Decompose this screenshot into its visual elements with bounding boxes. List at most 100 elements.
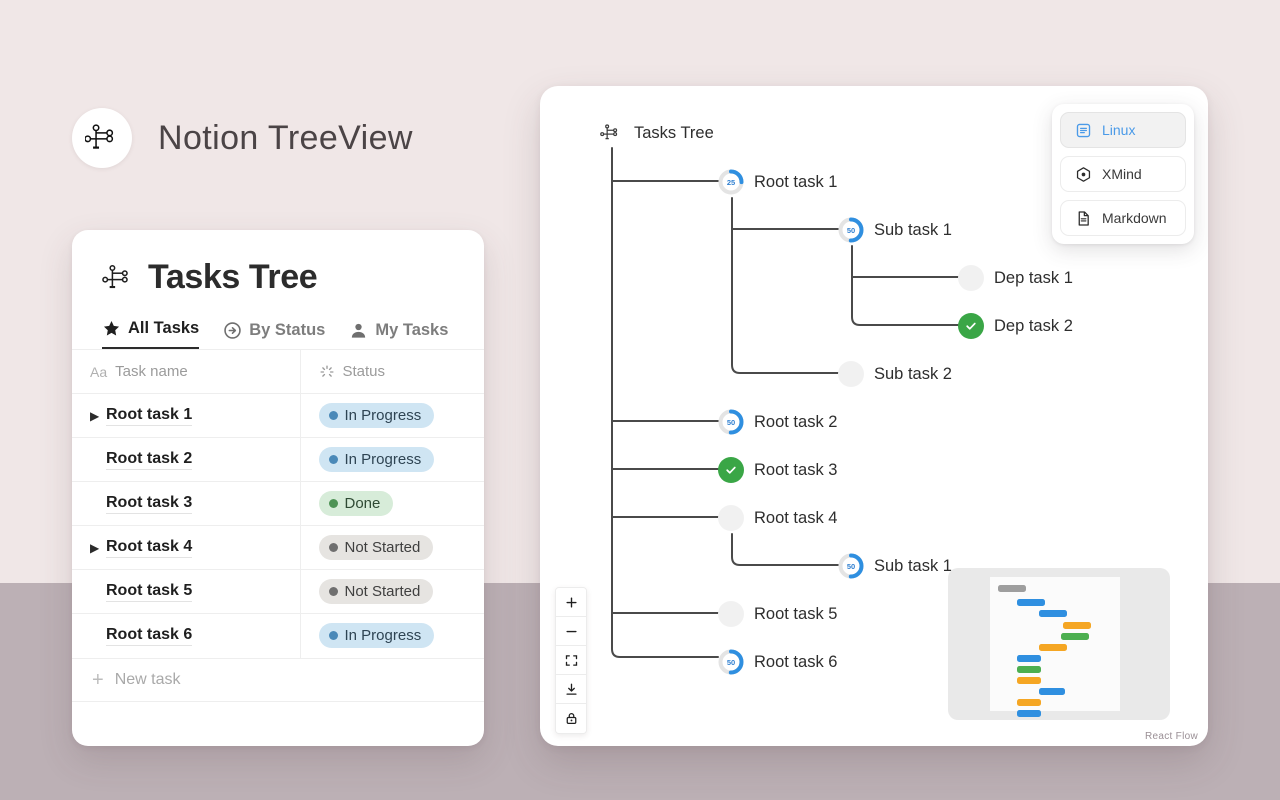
tab-all-tasks[interactable]: All Tasks — [102, 319, 200, 349]
tree-node-label: Dep task 2 — [994, 316, 1073, 335]
expand-caret-icon[interactable]: ▶ — [90, 540, 100, 555]
task-name-label: Root task 4 — [106, 538, 193, 558]
column-label: Task name — [115, 363, 188, 380]
tree-node[interactable]: Dep task 2 — [958, 313, 1073, 339]
minimap-viewport — [990, 577, 1120, 717]
cell-status[interactable]: Not Started — [300, 525, 484, 570]
tree-node-label: Root task 4 — [754, 508, 838, 527]
export-option-markdown[interactable]: Markdown — [1060, 200, 1186, 236]
tab-by-status[interactable]: By Status — [223, 321, 325, 349]
cell-task-name[interactable]: Root task 6 — [72, 613, 301, 658]
minimap-node-bar — [1039, 644, 1067, 651]
export-label: Linux — [1102, 122, 1136, 138]
lock-button[interactable] — [556, 704, 586, 733]
export-option-linux[interactable]: Linux — [1060, 112, 1186, 148]
table-row[interactable]: ▶ Root task 4 Not Started — [72, 525, 484, 570]
brand-logo — [72, 108, 132, 168]
status-badge: In Progress — [318, 403, 435, 428]
status-dot-icon — [328, 587, 338, 596]
status-label: Done — [344, 495, 381, 512]
column-header-status[interactable]: Status — [300, 349, 484, 394]
arrow-circle-right-icon — [224, 322, 241, 339]
table-row[interactable]: ▶Root task 1 In Progress — [72, 393, 484, 438]
download-button[interactable] — [556, 675, 586, 704]
tree-node[interactable]: Dep task 1 — [958, 265, 1073, 291]
column-header-task-name[interactable]: Aa Task name — [72, 349, 301, 394]
tree-node-label: Root task 5 — [754, 604, 838, 623]
minimap-node-bar — [998, 585, 1026, 592]
minimap-node-bar — [1039, 610, 1067, 617]
table-row[interactable]: Root task 6 In Progress — [72, 613, 484, 658]
minimap-node-bar — [1039, 688, 1065, 695]
status-dot-icon — [328, 631, 338, 641]
spinner-icon — [319, 364, 334, 377]
table-row[interactable]: Root task 2 In Progress — [72, 437, 484, 482]
task-name-label: Root task 5 — [106, 582, 193, 602]
new-task-row[interactable]: + New task — [72, 657, 484, 702]
tree-node[interactable]: Sub task 2 — [838, 361, 952, 387]
minimap[interactable] — [948, 568, 1170, 720]
minimap-node-bar — [1017, 710, 1041, 717]
tree-node-label: Sub task 2 — [874, 364, 952, 383]
card-title-row: Tasks Tree — [72, 230, 484, 297]
minus-icon — [565, 630, 577, 632]
cell-status[interactable]: Done — [300, 481, 484, 526]
aa-text-icon: Aa — [90, 363, 108, 380]
tree-node-icon — [600, 124, 618, 140]
table-row[interactable]: Root task 3 Done — [72, 481, 484, 526]
status-badge: Not Started — [318, 579, 434, 604]
tree-node[interactable]: Root task 5 — [718, 601, 837, 627]
tree-node-icon — [85, 124, 114, 149]
zoom-out-button[interactable] — [556, 617, 586, 646]
export-label: XMind — [1102, 166, 1142, 182]
node-status-done-icon — [958, 313, 984, 339]
expand-caret-icon[interactable]: ▶ — [90, 408, 100, 423]
node-status-empty-icon — [718, 601, 744, 627]
tree-root-title: Tasks Tree — [600, 122, 714, 144]
cell-task-name[interactable]: Root task 3 — [72, 481, 301, 526]
cell-task-name[interactable]: ▶Root task 1 — [72, 393, 301, 438]
zoom-in-button[interactable] — [556, 588, 586, 617]
cell-task-name[interactable]: Root task 2 — [72, 437, 301, 482]
tree-node-label: Root task 2 — [754, 412, 838, 431]
cell-status[interactable]: In Progress — [300, 437, 484, 482]
fullscreen-icon — [565, 654, 577, 666]
cell-task-name[interactable]: Root task 5 — [72, 569, 301, 614]
cell-status[interactable]: Not Started — [300, 569, 484, 614]
xmind-icon — [1076, 166, 1091, 182]
status-label: Not Started — [344, 583, 421, 600]
fit-view-button[interactable] — [556, 646, 586, 675]
page-title: Tasks Tree — [148, 258, 318, 296]
tree-node[interactable]: Root task 4 — [718, 505, 837, 531]
export-option-xmind[interactable]: XMind — [1060, 156, 1186, 192]
node-progress-value: 50 — [846, 225, 856, 235]
node-progress-ring: 50 — [718, 649, 744, 675]
cell-status[interactable]: In Progress — [300, 393, 484, 438]
tab-my-tasks[interactable]: My Tasks — [349, 321, 448, 349]
table-row[interactable]: Root task 5 Not Started — [72, 569, 484, 614]
minimap-node-bar — [1017, 666, 1041, 673]
brand-header: Notion TreeView — [72, 108, 413, 168]
tree-node-label: Dep task 1 — [994, 268, 1073, 287]
download-icon — [565, 683, 577, 695]
export-label: Markdown — [1102, 210, 1167, 226]
node-status-empty-icon — [958, 265, 984, 291]
task-name-label: Root task 2 — [106, 450, 193, 470]
node-progress-ring: 50 — [838, 217, 864, 243]
linux-file-icon — [1076, 123, 1091, 137]
minimap-node-bar — [1017, 699, 1041, 706]
tab-label: My Tasks — [375, 321, 449, 339]
cell-task-name[interactable]: ▶ Root task 4 — [72, 525, 301, 570]
status-dot-icon — [328, 499, 338, 508]
status-label: In Progress — [344, 627, 422, 645]
status-badge: Done — [318, 491, 394, 516]
tree-node[interactable]: Root task 3 — [718, 457, 837, 483]
cell-status[interactable]: In Progress — [300, 613, 484, 658]
markdown-file-icon — [1078, 210, 1089, 226]
